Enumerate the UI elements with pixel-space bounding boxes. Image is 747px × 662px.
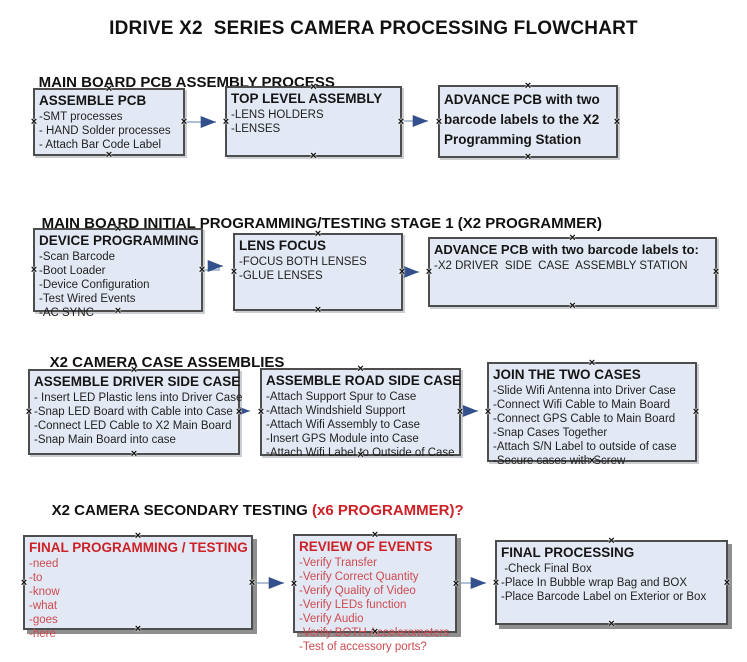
box-title: ADVANCE PCB with two barcode labels to: (434, 242, 699, 257)
box-line: -here (29, 628, 56, 640)
section-heading-text: MAIN BOARD INITIAL PROGRAMMING/TESTING S… (41, 215, 602, 232)
box-title: ADVANCE PCB with two barcode labels to t… (444, 92, 600, 147)
box-line: -know (29, 586, 60, 598)
box-line: -Device Configuration (39, 279, 150, 291)
box-line: -Verify BOTH Accelerometers (299, 627, 450, 639)
box-line: -Test of accessory ports? (299, 641, 427, 653)
flow-box-advance-pcb-programming-station[interactable]: ADVANCE PCB with two barcode labels to t… (436, 81, 620, 163)
flow-box-final-processing[interactable]: FINAL PROCESSING -Check Final Box -Place… (493, 536, 730, 630)
flow-box-lens-focus[interactable]: LENS FOCUS -FOCUS BOTH LENSES -GLUE LENS… (231, 229, 405, 316)
flow-box-advance-pcb-driver-side-station[interactable]: ADVANCE PCB with two barcode labels to: … (426, 233, 719, 312)
box-line: -Snap LED Board with Cable into Case (34, 406, 233, 418)
box-line: -Attach Wifi Label to Outside of Case (266, 447, 455, 459)
box-line: -Attach Wifi Assembly to Case (266, 419, 421, 431)
box-line: -to (29, 572, 43, 584)
box-title: REVIEW OF EVENTS (299, 539, 433, 554)
flow-box-top-level-assembly[interactable]: TOP LEVEL ASSEMBLY -LENS HOLDERS -LENSES… (223, 82, 404, 162)
box-line: -GLUE LENSES (239, 270, 323, 282)
connector-arrow[interactable] (204, 260, 223, 272)
box-line: -what (29, 600, 58, 612)
box-title: FINAL PROGRAMMING / TESTING (29, 540, 248, 555)
box-line: -X2 DRIVER SIDE CASE ASSEMBLY STATION (434, 260, 688, 272)
box-line: -Slide Wifi Antenna into Driver Case (493, 385, 676, 397)
box-line: -Scan Barcode (39, 251, 116, 263)
box-line: -Place Barcode Label on Exterior or Box (501, 591, 707, 603)
flow-box-review-of-events[interactable]: REVIEW OF EVENTS -Verify Transfer -Verif… (291, 530, 459, 654)
box-line: -Verify Transfer (299, 557, 377, 569)
box-line: -FOCUS BOTH LENSES (239, 256, 367, 268)
box-line: -Attach Support Spur to Case (266, 391, 417, 403)
box-line: -Snap Main Board into case (34, 434, 176, 446)
section-heading: X2 CAMERA SECONDARY TESTING (x6 PROGRAMM… (35, 485, 464, 536)
box-line: -Verify LEDs function (299, 599, 407, 611)
box-line: - HAND Solder processes (39, 125, 171, 137)
box-title: JOIN THE TWO CASES (493, 367, 641, 382)
page-title: IDRIVE X2 SERIES CAMERA PROCESSING FLOWC… (109, 18, 638, 39)
flow-box-device-programming[interactable]: DEVICE PROGRAMMING -Scan Barcode -Boot L… (31, 224, 205, 320)
flow-box-join-the-two-cases[interactable]: JOIN THE TWO CASES -Slide Wifi Antenna i… (485, 358, 699, 468)
box-line: -Verify Correct Quantity (299, 571, 419, 583)
box-line: -Secure cases with Screw (493, 455, 626, 467)
box-line: -Check Final Box (501, 563, 592, 575)
box-line: -SMT processes (39, 111, 123, 123)
box-title: ASSEMBLE DRIVER SIDE CASE (34, 374, 241, 389)
box-line: -Boot Loader (39, 265, 106, 277)
flow-box-assemble-driver-side-case[interactable]: ASSEMBLE DRIVER SIDE CASE - Insert LED P… (26, 365, 243, 460)
section-heading: MAIN BOARD INITIAL PROGRAMMING/TESTING S… (25, 198, 602, 249)
box-title: ASSEMBLE ROAD SIDE CASE (266, 373, 462, 388)
box-title: ASSEMBLE PCB (39, 93, 147, 108)
box-line: -Connect GPS Cable to Main Board (493, 413, 676, 425)
box-title: DEVICE PROGRAMMING (39, 233, 199, 248)
box-title: TOP LEVEL ASSEMBLY (231, 91, 383, 106)
box-line: -Insert GPS Module into Case (266, 433, 419, 445)
box-line: -Verify Audio (299, 613, 364, 625)
section-heading-suffix: (x6 PROGRAMMER)? (311, 502, 464, 519)
flow-box-final-programming-testing[interactable]: FINAL PROGRAMMING / TESTING -need -to -k… (21, 531, 255, 641)
box-line: - Insert LED Plastic lens into Driver Ca… (34, 392, 243, 404)
box-line: -Place In Bubble wrap Bag and BOX (501, 577, 688, 589)
section-heading-text: X2 CAMERA SECONDARY TESTING (51, 502, 312, 519)
box-title: FINAL PROCESSING (501, 545, 635, 560)
box-line: -Attach S/N Label to outside of case (493, 441, 677, 453)
section-heading: X2 CAMERA CASE ASSEMBLIES (33, 337, 285, 388)
box-title: LENS FOCUS (239, 238, 327, 253)
box-line: -need (29, 558, 59, 570)
box-line: -goes (29, 614, 58, 626)
box-line: -Attach Windshield Support (266, 405, 406, 417)
box-line: -Connect Wifi Cable to Main Board (493, 399, 671, 411)
box-line: -AC SYNC (39, 307, 94, 319)
box-line: -Test Wired Events (39, 293, 136, 305)
box-line: -LENS HOLDERS (231, 109, 324, 121)
flow-box-assemble-road-side-case[interactable]: ASSEMBLE ROAD SIDE CASE -Attach Support … (258, 364, 463, 461)
box-line: -Verify Quality of Video (299, 585, 416, 597)
box-line: -LENSES (231, 123, 281, 135)
box-line: - Attach Bar Code Label (39, 139, 162, 151)
box-line: -Connect LED Cable to X2 Main Board (34, 420, 232, 432)
box-line: -Snap Cases Together (493, 427, 608, 439)
flow-box-assemble-pcb[interactable]: ASSEMBLE PCB -SMT processes - HAND Solde… (31, 84, 187, 161)
section-heading-text: X2 CAMERA CASE ASSEMBLIES (49, 354, 285, 371)
